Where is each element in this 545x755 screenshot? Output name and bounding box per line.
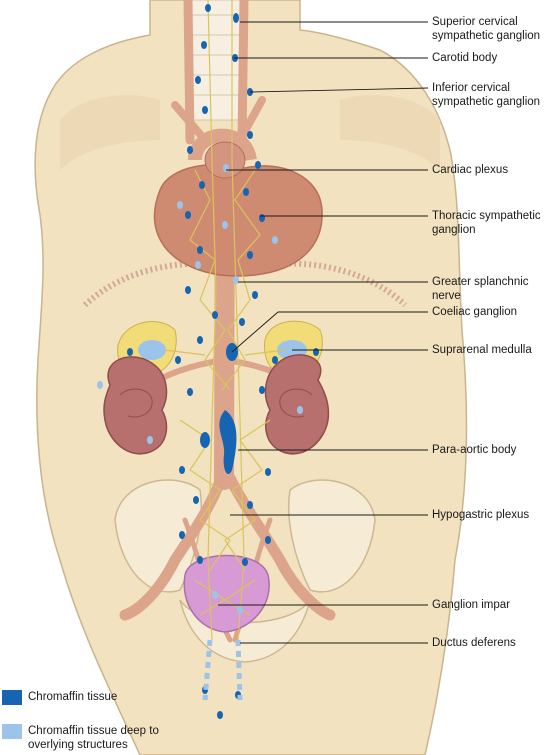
label-carotid-body: Carotid body <box>432 52 498 64</box>
legend-item-chromaffin: Chromaffin tissue <box>2 690 117 705</box>
chromaffin-tissue-marks <box>127 4 319 719</box>
legend-label-chromaffin: Chromaffin tissue <box>28 691 118 703</box>
legend-swatch-dark <box>2 690 22 705</box>
legend-swatch-light <box>2 724 22 739</box>
label-coeliac-ganglion: Coeliac ganglion <box>432 306 518 318</box>
leader-lines <box>218 21 429 644</box>
chromaffin-tissue-deep-marks <box>97 164 303 614</box>
label-ductus-deferens: Ductus deferens <box>432 637 516 649</box>
legend-item-chromaffin-deep: Chromaffin tissue deep to overlying stru… <box>2 724 163 752</box>
label-suprarenal-medulla: Suprarenal medulla <box>432 344 532 356</box>
kidneys <box>103 354 330 455</box>
label-inferior-cervical-ganglion: Inferior cervical sympathetic ganglion <box>432 82 541 108</box>
label-thoracic-ganglion: Thoracic sympathetic ganglion <box>432 210 541 236</box>
label-cardiac-plexus: Cardiac plexus <box>432 164 509 176</box>
label-greater-splanchnic-nerve: Greater splanchnic nerve <box>432 276 529 302</box>
legend-label-chromaffin-deep: Chromaffin tissue deep to overlying stru… <box>28 725 159 751</box>
label-ganglion-impar: Ganglion impar <box>432 599 510 611</box>
label-hypogastric-plexus: Hypogastric plexus <box>432 509 530 521</box>
label-superior-cervical-ganglion: Superior cervical sympathetic ganglion <box>432 16 541 42</box>
nerve-plexus <box>164 0 286 641</box>
label-para-aortic-body: Para-aortic body <box>432 444 517 456</box>
